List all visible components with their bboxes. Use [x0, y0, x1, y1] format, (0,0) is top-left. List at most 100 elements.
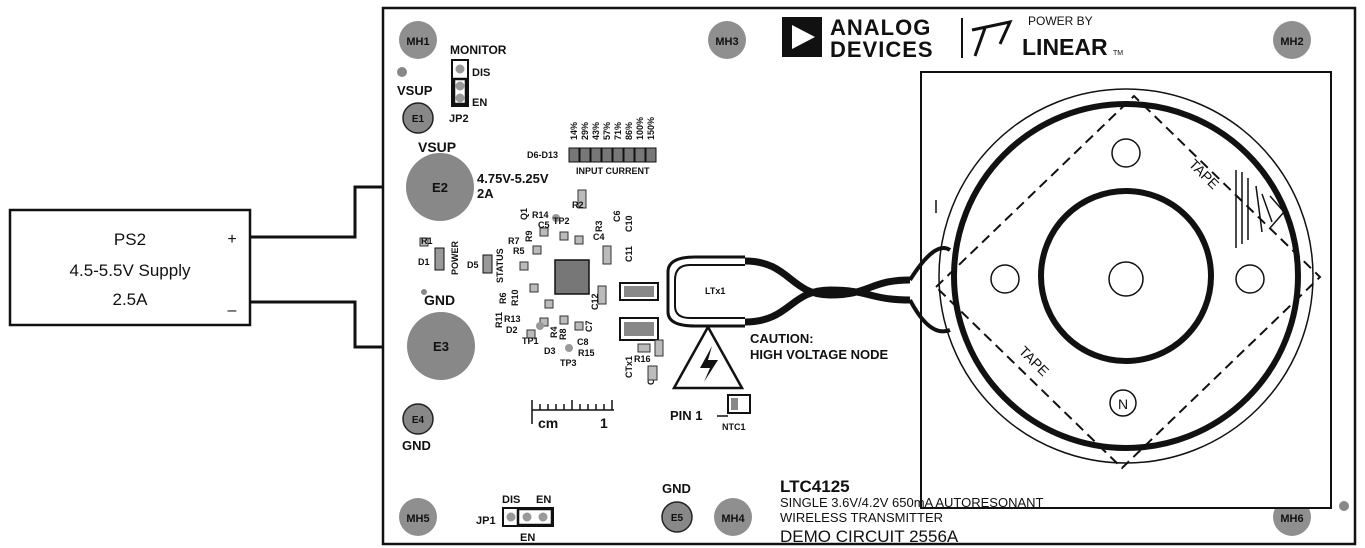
led-level-71: 71% [613, 122, 623, 140]
comp-c7: C7 [584, 320, 594, 332]
led-level-100: 100% [635, 117, 645, 140]
power-by-linear-logo: POWER BY LINEAR TM [971, 14, 1123, 60]
charging-pad: N TAPE TAPE [908, 71, 1332, 509]
ps2-supply: PS2 4.5-5.5V Supply 2.5A + – [8, 208, 252, 327]
board-desc1: SINGLE 3.6V/4.2V 650mA AUTORESONANT [780, 495, 1044, 510]
ps2-plus: + [227, 231, 236, 248]
part-number: LTC4125 [780, 477, 850, 496]
board-desc2: WIRELESS TRANSMITTER [780, 510, 943, 525]
gnd-e3-label: GND [424, 292, 455, 308]
tm-mark: TM [1113, 50, 1123, 57]
jp1-jumper: JP1 DIS EN EN [476, 494, 554, 544]
north-mark: N [1118, 396, 1128, 412]
mounting-holes: MH1 MH2 MH3 MH4 MH5 MH6 [397, 21, 1349, 536]
gnd-e4-label: GND [402, 438, 431, 453]
comp-r6: R6 [498, 292, 508, 304]
comp-c12: C12 [590, 293, 600, 310]
fiducial-dot [1339, 501, 1349, 511]
board-name: DEMO CIRCUIT 2556A [780, 527, 959, 546]
led-level-29: 29% [580, 122, 590, 140]
mh3: MH3 [708, 21, 746, 59]
jp2-jumper: MONITOR DIS EN JP2 [449, 43, 507, 125]
e3-label: E3 [433, 339, 449, 354]
comp-d2: D2 [506, 325, 518, 335]
ruler-unit: cm [538, 415, 558, 431]
jp2-label: JP2 [449, 113, 469, 125]
led-bar-caption: INPUT CURRENT [576, 166, 650, 176]
comp-c4: C4 [593, 232, 605, 242]
adi-line2: DEVICES [830, 37, 934, 62]
comp-c11: C11 [624, 246, 634, 262]
comp-c5: C5 [538, 220, 550, 230]
comp-r13: R13 [504, 314, 521, 324]
vin-current: 2A [477, 186, 494, 201]
led-level-14: 14% [569, 122, 579, 140]
d5-led [482, 254, 493, 274]
caution-line1: CAUTION: [750, 331, 814, 346]
comp-r7: R7 [508, 236, 520, 246]
ps2-current: 2.5A [113, 290, 149, 309]
mh4-label: MH4 [721, 513, 745, 525]
ruler [531, 400, 614, 424]
comp-c10: C10 [624, 215, 634, 232]
comp-q1: Q1 [519, 208, 529, 220]
comp-c6: C6 [612, 210, 622, 222]
mh6-label: MH6 [1280, 513, 1303, 525]
led-level-43: 43% [591, 122, 601, 140]
e4-terminal [402, 403, 434, 435]
led-level-86: 86% [624, 122, 634, 140]
comp-tp3: TP3 [560, 358, 577, 368]
ps2-name: PS2 [114, 230, 146, 249]
comp-r16: R16 [634, 354, 651, 364]
e4-label: E4 [412, 415, 425, 426]
vsup-big-label: VSUP [418, 139, 456, 155]
comp-d5: D5 [467, 260, 479, 270]
monitor-label: MONITOR [450, 43, 507, 57]
ruler-mark: 1 [600, 415, 608, 431]
e1-terminal [402, 102, 434, 134]
comp-ntc1: NTC1 [722, 422, 746, 432]
pin1-label: PIN 1 [670, 408, 703, 423]
comp-ctx1: CTx1 [624, 356, 634, 378]
caution-note: CAUTION: HIGH VOLTAGE NODE [671, 324, 889, 390]
comp-d1: D1 [418, 257, 430, 267]
adi-line1: ANALOG [830, 15, 931, 40]
e2-label: E2 [432, 180, 448, 195]
mh2: MH2 [1273, 21, 1311, 59]
comp-d3: D3 [544, 346, 556, 356]
caution-line2: HIGH VOLTAGE NODE [750, 347, 889, 362]
analog-devices-logo: ANALOG DEVICES [782, 15, 963, 62]
mh3-label: MH3 [715, 36, 738, 48]
d1-led [434, 247, 445, 271]
mh2-label: MH2 [1280, 36, 1303, 48]
jp1-en-bottom-label: EN [520, 532, 535, 544]
input-current-led-bar: D6-D13 14% 29% 43% 57% 71% 86% 100% 150%… [527, 117, 657, 176]
comp-r3: R3 [594, 220, 604, 232]
coil-ltx1: LTx1 [666, 255, 911, 328]
mh5-label: MH5 [406, 513, 429, 525]
title-block: LTC4125 SINGLE 3.6V/4.2V 650mA AUTORESON… [780, 477, 1044, 546]
comp-r14: R14 [532, 210, 549, 220]
jp1-en-label: EN [536, 494, 551, 506]
terminals: VSUP E1 VSUP E2 4.75V-5.25V 2A GND E3 E4… [397, 83, 693, 533]
vsup-small-label: VSUP [397, 83, 433, 98]
comp-c8: C8 [577, 337, 589, 347]
e3-terminal [407, 312, 475, 380]
comp-r8: R8 [558, 328, 568, 340]
tape-outline [934, 94, 1322, 470]
mh1-label: MH1 [406, 36, 429, 48]
dis-label: DIS [472, 67, 490, 79]
led-bar-ref: D6-D13 [527, 150, 558, 160]
e5-label: E5 [671, 513, 684, 524]
vin-range: 4.75V-5.25V [477, 171, 549, 186]
led-level-150: 150% [646, 117, 656, 140]
e1-label: E1 [412, 114, 425, 125]
comp-power: POWER [450, 240, 460, 275]
gnd-e5-label: GND [662, 481, 691, 496]
mh1: MH1 [399, 21, 437, 59]
ltc4125-ic [554, 259, 590, 295]
comp-r5: R5 [513, 246, 525, 256]
jp1-label: JP1 [476, 515, 496, 527]
en-label: EN [472, 97, 487, 109]
